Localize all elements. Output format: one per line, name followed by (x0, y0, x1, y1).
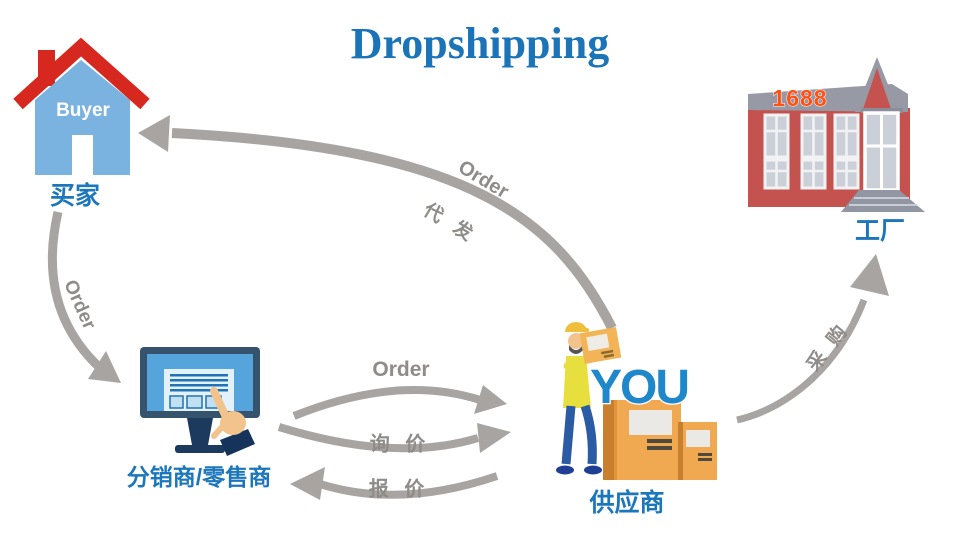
small-box (678, 422, 717, 480)
factory-steps (841, 190, 925, 212)
arrowhead-distributor-to-supplier-order (474, 385, 507, 414)
page-title: Dropshipping (350, 19, 610, 68)
arrowhead-supplier-to-buyer (138, 115, 170, 152)
arrow-supplier-to-buyer (171, 128, 617, 331)
factory-window (763, 158, 790, 190)
arrowhead-supplier-to-factory (850, 254, 889, 296)
buyer-label: 买家 (49, 182, 101, 210)
factory-sign-1688: 1688 (772, 85, 827, 111)
factory-label: 工厂 (854, 217, 906, 245)
arrow-label-inquiry: 询 价 (369, 433, 431, 456)
factory-icon: 1688 (748, 57, 925, 212)
arrow-supplier-to-factory (736, 298, 868, 424)
hand-sleeve (220, 429, 255, 456)
factory-window (763, 113, 790, 159)
arrowhead-buyer-to-distributor (88, 351, 121, 383)
house-roof (13, 37, 150, 110)
person-leg (561, 405, 576, 465)
house-door (72, 135, 93, 175)
arrow-supplier-to-distributor-quote (318, 472, 499, 499)
hand-index-finger (210, 387, 229, 419)
hand-thumb (211, 424, 225, 439)
arrowhead-supplier-to-distributor-quote (290, 467, 325, 500)
supplier-label: 供应商 (589, 489, 665, 517)
buyer-house-icon: Buyer (13, 37, 150, 175)
arrow-distributor-to-supplier-order (292, 386, 482, 420)
supplier-person (556, 322, 602, 475)
house-body (35, 60, 130, 175)
arrow-label-order-mid: Order (372, 358, 430, 381)
arrow-label-quote: 报 价 (368, 478, 430, 501)
distributor-label: 分销商/零售商 (126, 464, 272, 490)
factory-window (833, 113, 860, 159)
person-head (568, 333, 584, 349)
webpage-text-lines (170, 374, 228, 392)
person-shoe (556, 465, 574, 475)
arrow-distributor-to-supplier-inquiry (277, 423, 480, 453)
person-cap-brim (576, 328, 589, 332)
person-shirt (563, 356, 591, 408)
distributor-monitor-icon (140, 347, 260, 456)
big-box (603, 400, 681, 480)
pointing-hand-icon (210, 387, 255, 456)
person-leg (580, 404, 597, 465)
factory-window (800, 158, 827, 190)
person-beard (569, 345, 583, 354)
supplier-icon: YOU (556, 322, 717, 480)
factory-door-lintel (861, 108, 903, 113)
factory-window (800, 113, 827, 159)
monitor-stand (187, 418, 213, 445)
factory-window (833, 158, 860, 190)
held-box (579, 326, 622, 364)
arrowhead-distributor-to-supplier-inquiry (477, 423, 511, 453)
monitor-base (175, 445, 225, 453)
arrow-buyer-to-distributor (47, 210, 104, 372)
person-shoe (584, 465, 602, 475)
factory-spire (862, 68, 892, 112)
buyer-house-text: Buyer (56, 100, 110, 121)
you-text: YOU (590, 361, 688, 414)
